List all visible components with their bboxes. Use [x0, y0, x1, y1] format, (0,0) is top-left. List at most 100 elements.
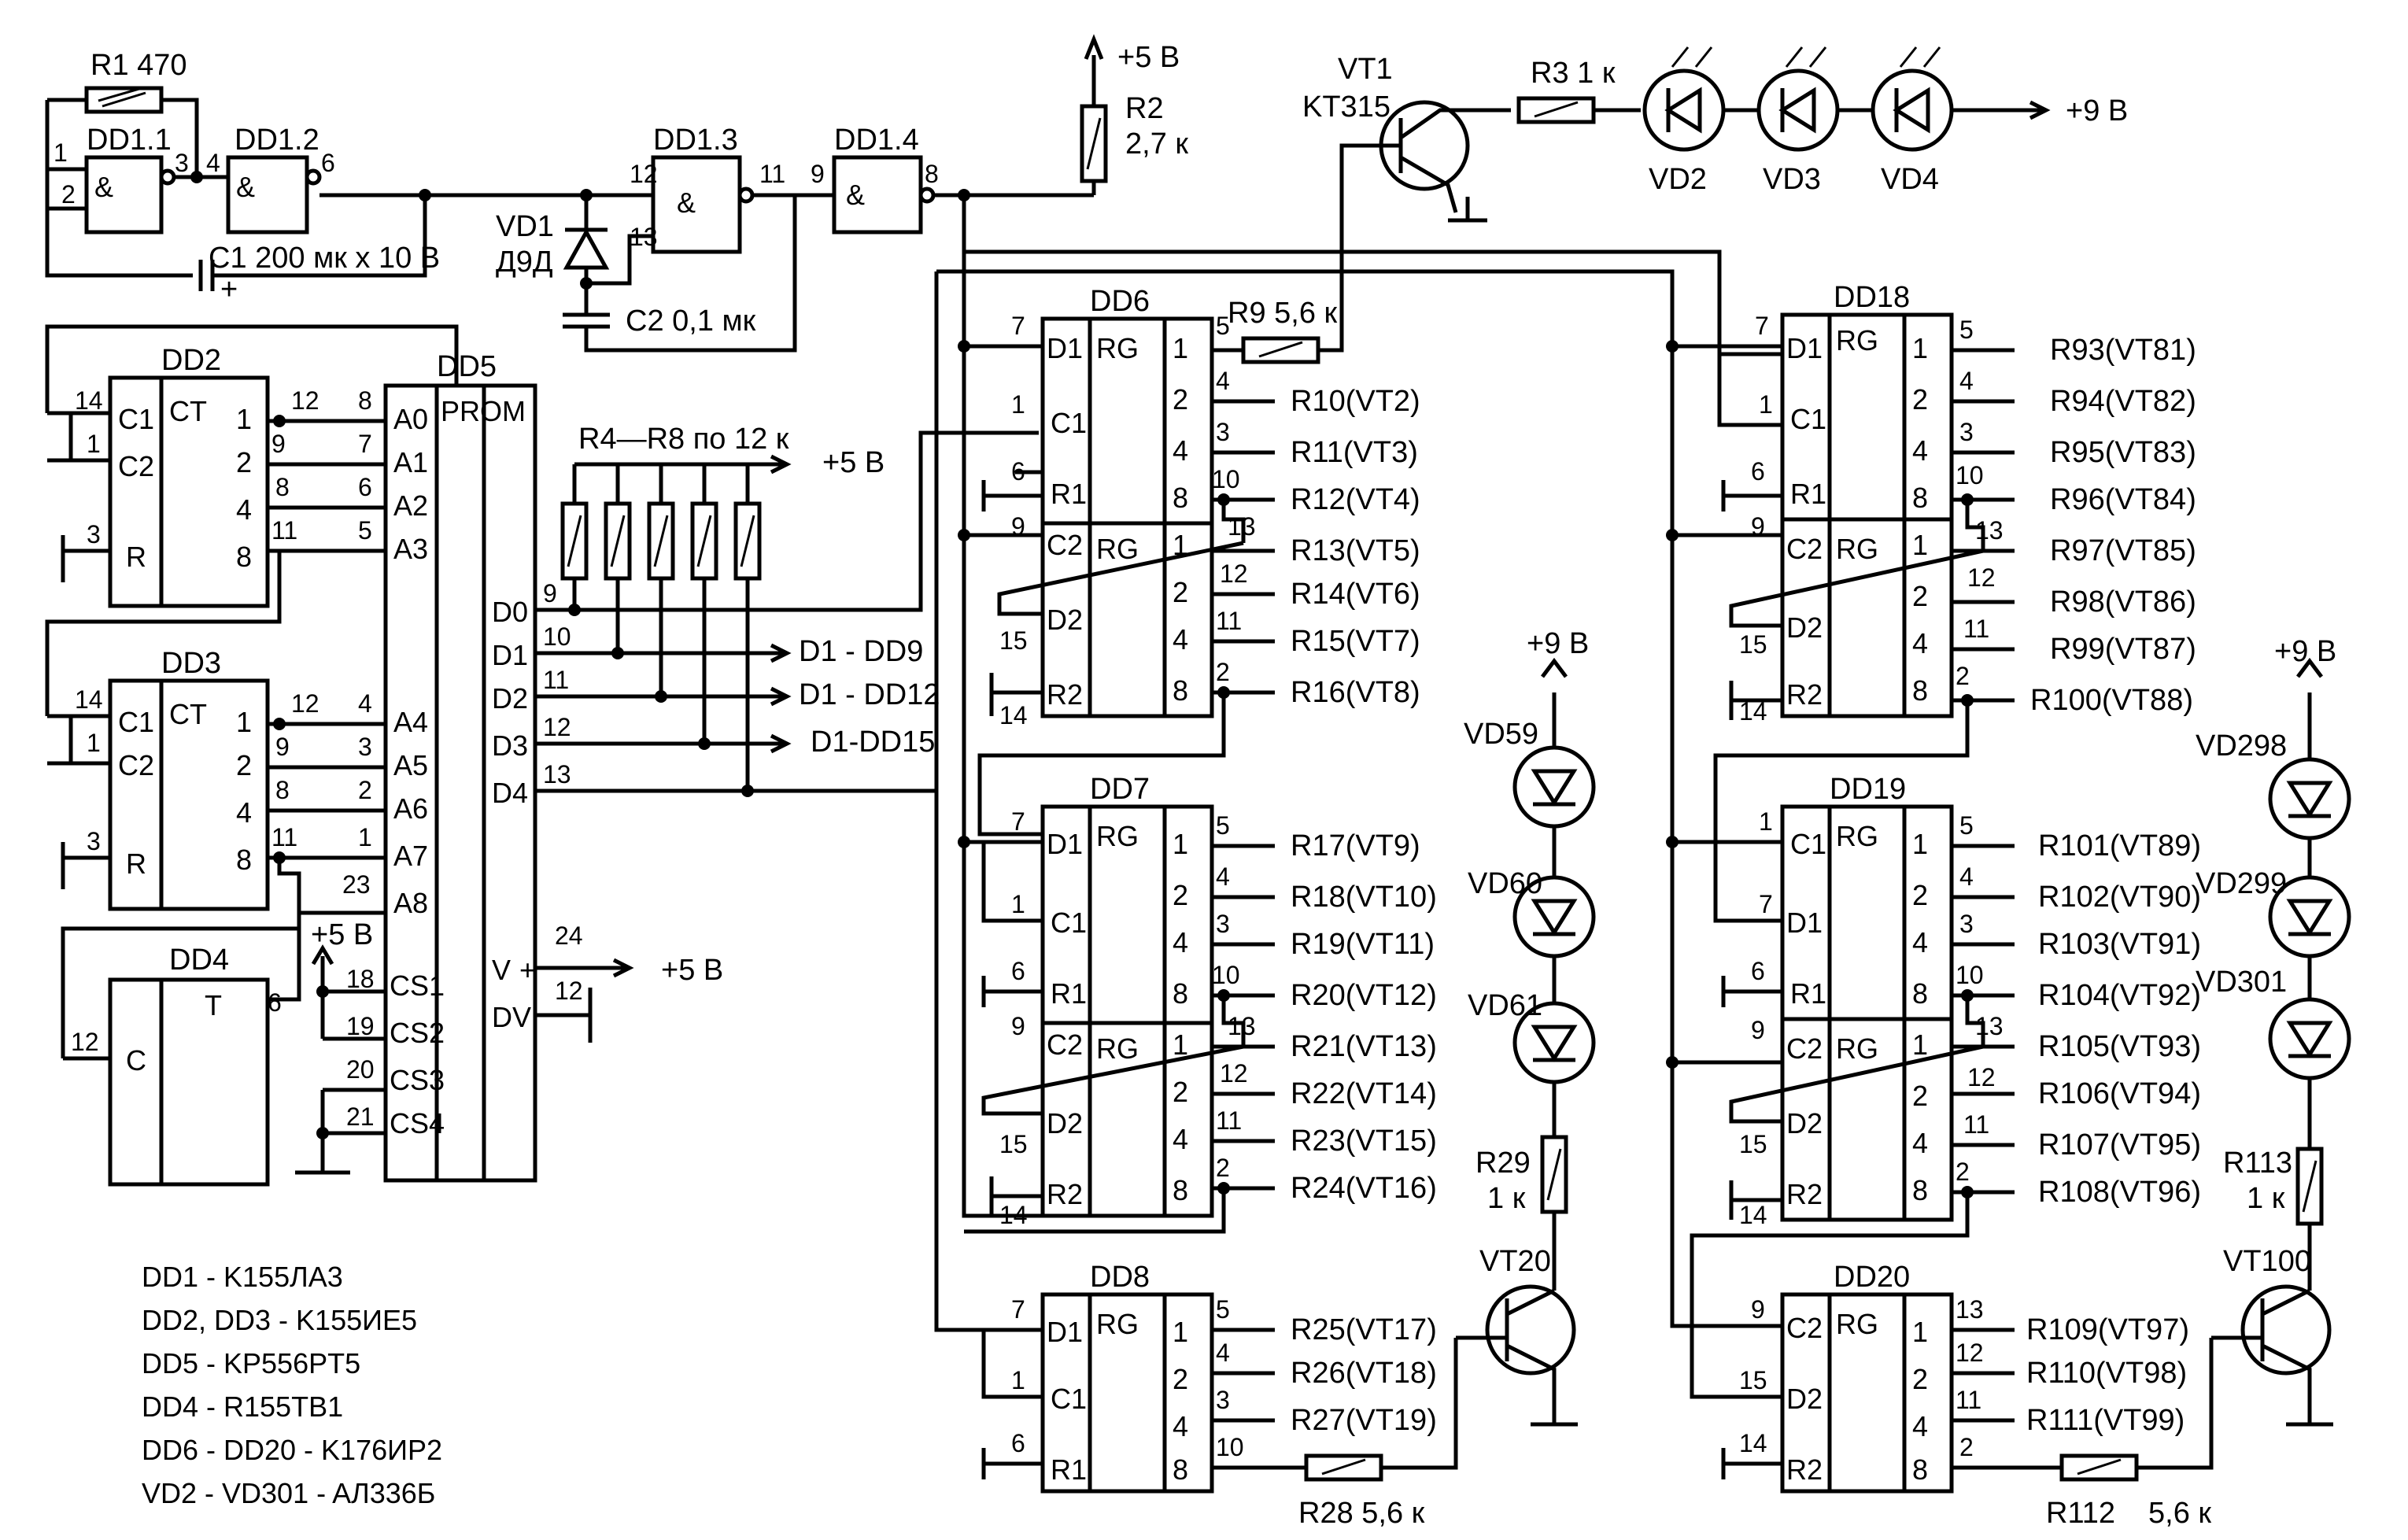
svg-text:R10(VT2): R10(VT2)	[1291, 385, 1420, 418]
svg-text:8: 8	[236, 844, 252, 876]
dd6-rpins: 5 4 3 10 13 12 11 2	[1212, 312, 1256, 686]
svg-text:4: 4	[1912, 1410, 1928, 1442]
svg-text:D1: D1	[492, 639, 528, 671]
svg-text:4: 4	[206, 149, 220, 177]
svg-text:R2: R2	[1047, 678, 1083, 711]
svg-text:5: 5	[1216, 312, 1230, 340]
svg-text:3: 3	[87, 827, 101, 855]
dd19-rpins: 5 4 3 10 13 12 11 2	[1956, 811, 2004, 1186]
dd20-register: DD20 RG C2 D2 R2 9 15 14 1 2 4 8 13 12 1…	[1690, 1261, 2214, 1530]
svg-text:VD299: VD299	[2196, 867, 2287, 900]
svg-text:4: 4	[1912, 1127, 1928, 1159]
svg-text:12: 12	[71, 1028, 99, 1056]
svg-text:13: 13	[1956, 1295, 1984, 1324]
svg-text:+5 В: +5 В	[311, 918, 373, 951]
svg-text:12: 12	[543, 713, 571, 741]
svg-text:1: 1	[1173, 828, 1188, 860]
r112-resistor	[2059, 1453, 2139, 1482]
svg-text:VD4: VD4	[1881, 163, 1939, 196]
svg-text:A2: A2	[393, 489, 428, 522]
svg-text:DD5: DD5	[437, 350, 497, 383]
svg-text:4: 4	[1912, 434, 1928, 467]
svg-text:4: 4	[1173, 1410, 1188, 1442]
svg-text:RG: RG	[1096, 1032, 1139, 1065]
svg-text:R97(VT85): R97(VT85)	[2050, 534, 2196, 567]
svg-text:VD59: VD59	[1464, 718, 1538, 751]
svg-text:DD20: DD20	[1834, 1261, 1910, 1294]
svg-text:14: 14	[75, 386, 103, 415]
dd1-1-amp: &	[94, 171, 113, 203]
svg-text:3: 3	[87, 520, 101, 548]
pullup-resistors: R4—R8 по 12 к +5 В D1 - DD9 D1 - DD12 D1…	[535, 423, 1039, 797]
svg-text:2: 2	[1173, 576, 1188, 608]
svg-text:D2: D2	[492, 682, 528, 715]
svg-text:4: 4	[1959, 862, 1974, 891]
svg-text:DD18: DD18	[1834, 281, 1910, 314]
svg-text:C2: C2	[1786, 1312, 1823, 1344]
svg-text:11: 11	[271, 823, 297, 851]
svg-text:2: 2	[1216, 658, 1230, 686]
dd1-2-label: DD1.2	[235, 124, 319, 157]
svg-text:14: 14	[75, 685, 103, 714]
svg-text:11: 11	[759, 160, 785, 188]
svg-text:DD3: DD3	[161, 647, 221, 680]
svg-text:R14(VT6): R14(VT6)	[1291, 578, 1420, 611]
r2-label: R2	[1125, 92, 1164, 125]
svg-text:2: 2	[1912, 580, 1928, 612]
svg-text:6: 6	[1011, 957, 1025, 985]
svg-text:2: 2	[1173, 879, 1188, 911]
svg-text:C2: C2	[1786, 533, 1823, 565]
svg-text:R15(VT7): R15(VT7)	[1291, 625, 1420, 658]
svg-text:R93(VT81): R93(VT81)	[2050, 334, 2196, 367]
svg-text:3: 3	[1959, 418, 1974, 446]
svg-text:18: 18	[346, 965, 375, 993]
svg-text:C: C	[126, 1044, 146, 1077]
vd298-led	[2268, 757, 2351, 840]
svg-text:CS1: CS1	[390, 969, 445, 1002]
svg-text:R110(VT98): R110(VT98)	[2026, 1357, 2187, 1390]
svg-text:R95(VT83): R95(VT83)	[2050, 436, 2196, 469]
svg-text:DD6: DD6	[1090, 285, 1150, 318]
out-d1-dd15: D1-DD15	[811, 726, 935, 759]
svg-text:2: 2	[236, 749, 252, 781]
svg-text:C1: C1	[1051, 907, 1087, 939]
svg-text:DD2: DD2	[161, 344, 221, 377]
svg-text:+9 В: +9 В	[1527, 627, 1589, 660]
svg-text:5: 5	[1216, 811, 1230, 840]
component-legend: DD1 - K155ЛA3 DD2, DD3 - K155ИE5 DD5 - K…	[142, 1261, 442, 1509]
out-d1-dd12: D1 - DD12	[799, 678, 940, 711]
svg-text:VD60: VD60	[1468, 867, 1542, 900]
svg-text:R: R	[126, 848, 146, 880]
svg-text:7: 7	[1011, 1295, 1025, 1324]
svg-text:D1: D1	[1047, 828, 1083, 860]
svg-text:C1: C1	[1790, 828, 1826, 860]
svg-text:7: 7	[1755, 312, 1769, 340]
svg-text:R4—R8 по 12 к: R4—R8 по 12 к	[578, 423, 789, 456]
p5v-top: +5 В	[1117, 41, 1180, 74]
svg-text:12: 12	[291, 689, 319, 718]
svg-text:R101(VT89): R101(VT89)	[2038, 829, 2201, 862]
svg-text:R96(VT84): R96(VT84)	[2050, 483, 2196, 516]
svg-text:R19(VT11): R19(VT11)	[1291, 928, 1435, 961]
svg-text:RG: RG	[1096, 820, 1139, 852]
svg-text:D2: D2	[1786, 1107, 1823, 1139]
svg-text:8: 8	[358, 386, 372, 415]
svg-text:R22(VT14): R22(VT14)	[1291, 1077, 1437, 1110]
svg-text:1: 1	[54, 138, 68, 167]
r2-resistor	[1080, 104, 1108, 183]
vd4-led	[1871, 46, 1954, 152]
svg-text:10: 10	[1212, 961, 1240, 989]
svg-text:1 к: 1 к	[1487, 1182, 1526, 1215]
svg-text:+5 В: +5 В	[661, 954, 723, 987]
svg-text:R27(VT19): R27(VT19)	[1291, 1404, 1437, 1437]
svg-text:2: 2	[1956, 1158, 1970, 1186]
svg-text:R23(VT15): R23(VT15)	[1291, 1125, 1437, 1158]
svg-text:CT: CT	[169, 698, 207, 730]
svg-text:&: &	[677, 186, 696, 219]
svg-text:8: 8	[1173, 1453, 1188, 1486]
svg-text:2: 2	[1956, 662, 1970, 690]
svg-text:7: 7	[1011, 312, 1025, 340]
dd6-register: DD6 RG RG D1 C1 R1 C2 D2 R2 7 1 6 9 15 1…	[977, 285, 1420, 836]
svg-text:14: 14	[999, 1201, 1028, 1229]
svg-text:11: 11	[1963, 615, 1989, 643]
